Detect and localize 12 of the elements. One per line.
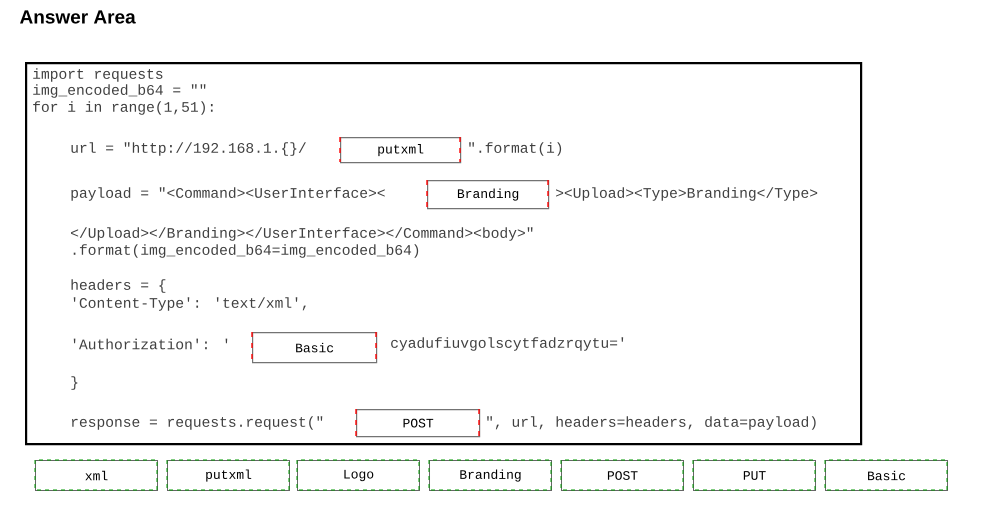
answer-option: xml xyxy=(34,460,158,491)
answer-slot: Basic xyxy=(251,331,378,364)
answer-option: Logo xyxy=(296,460,420,491)
answer-slot: POST xyxy=(355,408,480,438)
answer-option: Branding xyxy=(428,460,552,491)
answer-option: POST xyxy=(560,460,684,491)
title: Answer Area xyxy=(20,10,136,24)
answer-option: putxml xyxy=(166,460,290,491)
answer-option: PUT xyxy=(692,460,816,491)
answer-slot: Branding xyxy=(426,179,550,210)
answer-option: Basic xyxy=(824,460,948,491)
answer-slot: putxml xyxy=(339,136,462,164)
